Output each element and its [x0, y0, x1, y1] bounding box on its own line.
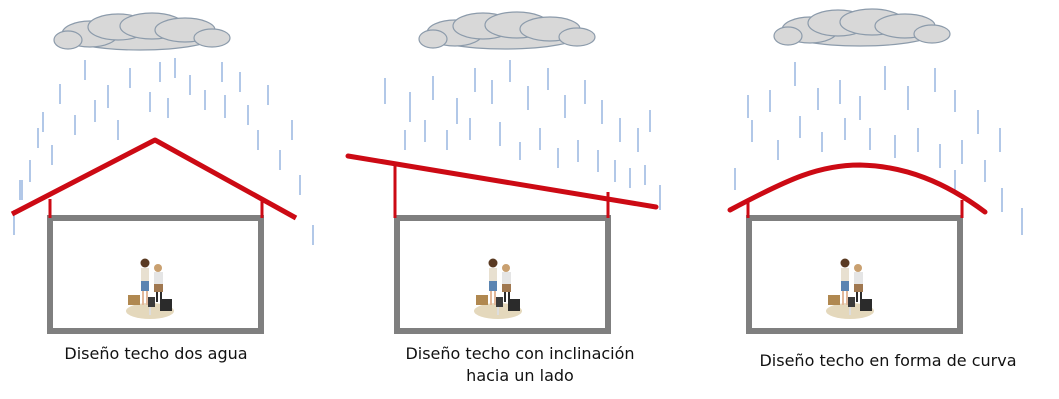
roof-designs-diagram: [10, 8, 1023, 334]
caption-shed-roof: Diseño techo con inclinación hacia un la…: [365, 343, 675, 387]
curved-roof-panel: [727, 8, 1023, 334]
rain-1: [13, 58, 314, 245]
caption-gable-roof: Diseño techo dos agua: [64, 344, 248, 363]
cloud-1: [53, 12, 231, 51]
caption-shed-line-2: hacia un lado: [466, 366, 574, 385]
rain-2: [384, 60, 661, 210]
shed-roof-panel: [345, 11, 661, 334]
house-1: [10, 137, 298, 334]
caption-shed-line-1: Diseño techo con inclinación: [405, 344, 635, 363]
family-figures: [474, 258, 522, 319]
cloud-3: [773, 8, 951, 47]
caption-curved-roof: Diseño techo en forma de curva: [759, 351, 1017, 370]
rain-3: [734, 62, 1023, 235]
house-3: [727, 162, 988, 334]
gable-roof-panel: [10, 12, 314, 334]
family-figures: [126, 258, 174, 319]
house-2: [345, 153, 659, 334]
family-figures: [826, 258, 874, 319]
cloud-2: [418, 11, 596, 50]
